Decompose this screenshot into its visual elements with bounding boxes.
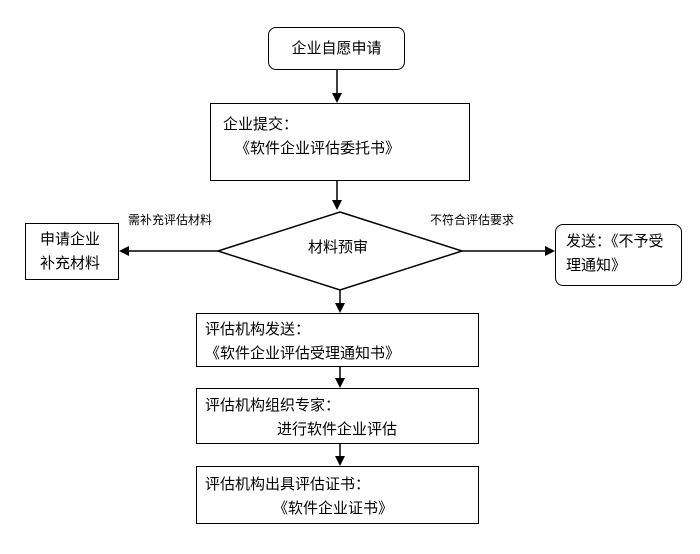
submit-node: 企业提交： 《软件企业评估委托书》 bbox=[210, 103, 470, 181]
certificate-line1: 评估机构出具评估证书： bbox=[205, 475, 371, 493]
experts-line1: 评估机构组织专家： bbox=[205, 396, 341, 414]
reject-node-line2: 理通知》 bbox=[566, 256, 627, 274]
certificate-node: 评估机构出具评估证书： 《软件企业证书》 bbox=[196, 466, 479, 524]
supplement-node-line2: 补充材料 bbox=[40, 254, 101, 272]
start-node: 企业自愿申请 bbox=[268, 27, 405, 70]
accept-notice-node: 评估机构发送： 《软件企业评估受理通知书》 bbox=[196, 313, 479, 367]
accept-notice-line1: 评估机构发送： bbox=[205, 320, 311, 338]
edge-label-need-supplement: 需补充评估材料 bbox=[128, 213, 213, 227]
start-node-label: 企业自愿申请 bbox=[291, 39, 382, 57]
review-node-label: 材料预审 bbox=[308, 238, 369, 256]
submit-node-line2: 《软件企业评估委托书》 bbox=[235, 139, 401, 157]
experts-line2: 进行软件企业评估 bbox=[277, 420, 398, 438]
reject-node-line1: 发送：《不予受 bbox=[566, 232, 664, 250]
experts-node: 评估机构组织专家： 进行软件企业评估 bbox=[196, 388, 479, 444]
accept-notice-line2: 《软件企业评估受理通知书》 bbox=[205, 344, 401, 362]
supplement-node: 申请企业 补充材料 bbox=[25, 223, 119, 280]
review-diamond bbox=[215, 211, 465, 291]
edge-label-not-eligible: 不符合评估要求 bbox=[430, 213, 515, 227]
supplement-node-line1: 申请企业 bbox=[40, 230, 101, 248]
certificate-line2: 《软件企业证书》 bbox=[273, 499, 394, 517]
submit-node-line1: 企业提交： bbox=[223, 115, 299, 133]
reject-node: 发送：《不予受 理通知》 bbox=[555, 224, 682, 286]
